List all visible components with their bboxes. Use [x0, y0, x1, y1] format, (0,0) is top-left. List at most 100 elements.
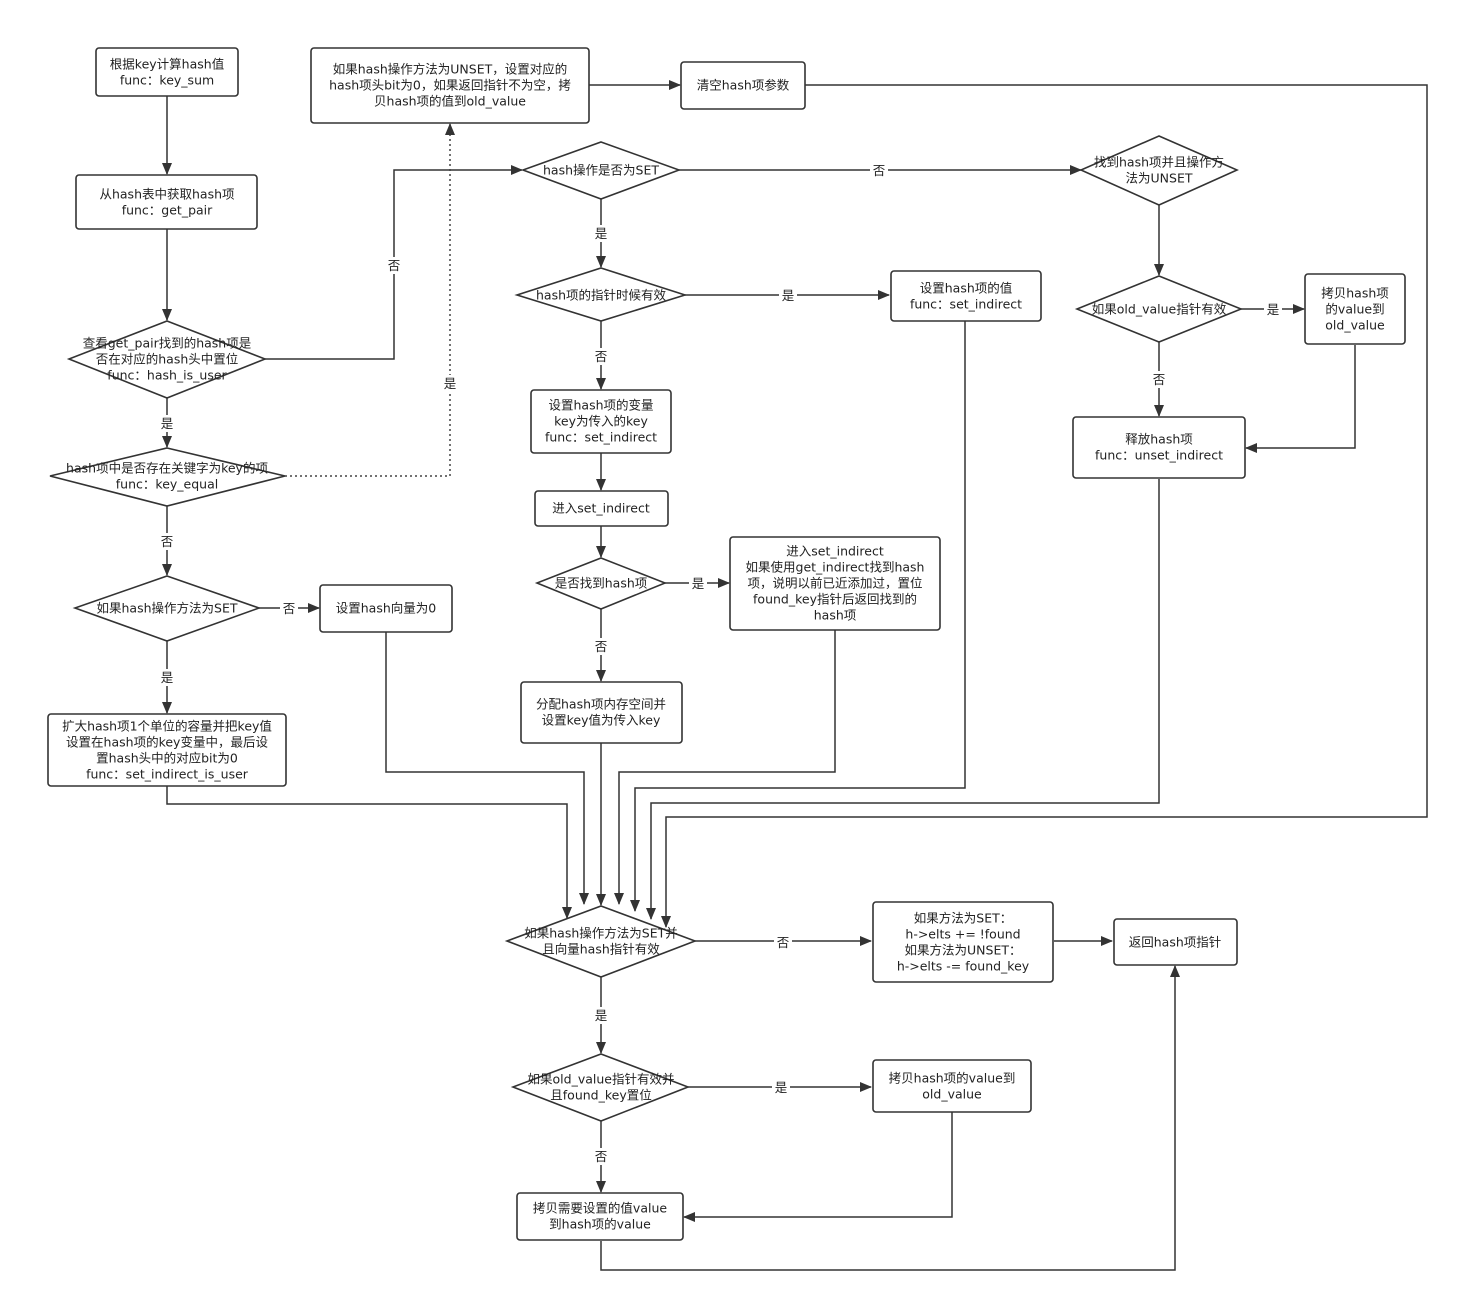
- label-no: 否: [1150, 371, 1168, 388]
- node-text-line: 如果old_value指针有效: [1092, 302, 1227, 317]
- label-yes: 是: [772, 1079, 790, 1096]
- node-text-line: hash项的指针时候有效: [536, 288, 667, 303]
- node-text: 扩大hash项1个单位的容量并把key值设置在hash项的key变量中，最后设置…: [62, 719, 272, 782]
- label-no: 否: [385, 257, 403, 274]
- node-text-line: 设置hash项的变量: [548, 398, 653, 413]
- edge-copy-old-free: [1245, 345, 1356, 453]
- label-no: 否: [158, 533, 176, 550]
- svg-text:是: 是: [782, 288, 795, 303]
- node-text-line: 拷贝hash项的value到: [889, 1071, 1016, 1086]
- label-no: 否: [592, 1148, 610, 1165]
- svg-text:是: 是: [595, 1008, 608, 1023]
- node-text: 如果hash操作方法为SET并且向量hash指针有效: [524, 926, 678, 957]
- node-text-line: 贝hash项的值到old_value: [374, 94, 526, 109]
- svg-text:是: 是: [775, 1080, 788, 1095]
- node-text: 设置hash向量为0: [336, 601, 437, 616]
- label-yes: 是: [592, 1007, 610, 1024]
- node-text-line: h->elts += !found: [905, 927, 1020, 942]
- decision-method-set: 如果hash操作方法为SET: [72, 575, 262, 642]
- edge-setvec0-setvec: [385, 632, 589, 905]
- node-text-line: 找到hash项并且操作方: [1094, 155, 1224, 170]
- node-text-line: func：set_indirect: [910, 297, 1022, 312]
- node-text-line: 设置key值为传入key: [542, 713, 661, 728]
- svg-text:否: 否: [283, 601, 296, 616]
- svg-text:否: 否: [595, 349, 608, 364]
- svg-text:是: 是: [161, 670, 174, 685]
- label-no: 否: [774, 934, 792, 951]
- svg-text:是: 是: [161, 416, 174, 431]
- edge-copy-need-return: [600, 965, 1180, 1271]
- process-return-pointer: 返回hash项指针: [1113, 918, 1238, 966]
- node-text-line: 如果使用get_indirect找到hash: [746, 560, 925, 575]
- node-text: 如果old_value指针有效: [1092, 302, 1227, 317]
- svg-text:否: 否: [777, 935, 790, 950]
- process-expand-hash-item: 扩大hash项1个单位的容量并把key值设置在hash项的key变量中，最后设置…: [47, 713, 287, 787]
- node-text-line: 如果hash操作方法为UNSET，设置对应的: [333, 62, 568, 77]
- label-no: 否: [592, 638, 610, 655]
- node-text-line: 设置hash项的值: [920, 281, 1013, 296]
- node-text-line: hash项中是否存在关键字为key的项: [66, 461, 268, 476]
- node-text-line: 如果方法为SET：: [914, 911, 1012, 926]
- svg-text:是: 是: [1267, 302, 1280, 317]
- node-text-line: 如果old_value指针有效并: [528, 1072, 675, 1087]
- node-text-line: 从hash表中获取hash项: [99, 187, 234, 202]
- label-no: 否: [870, 162, 888, 179]
- node-text-line: func：key_sum: [120, 73, 214, 88]
- node-text-line: 设置在hash项的key变量中，最后设: [66, 735, 268, 750]
- edge-free-setvec: [646, 479, 1160, 920]
- label-yes: 是: [592, 225, 610, 242]
- svg-text:是: 是: [595, 226, 608, 241]
- decision-set-and-vector-valid: 如果hash操作方法为SET并且向量hash指针有效: [504, 905, 698, 978]
- node-text: 分配hash项内存空间并设置key值为传入key: [536, 697, 666, 728]
- node-text-line: 设置hash向量为0: [336, 601, 437, 616]
- label-yes: 是: [1264, 301, 1282, 318]
- label-yes: 是: [441, 375, 459, 392]
- edge-expand-setvec: [166, 786, 572, 919]
- edges: [162, 80, 1428, 1271]
- svg-text:否: 否: [595, 1149, 608, 1164]
- edge-labels: 是 否 是 否 否 是 否 是 是 否 是 否 是 否 否 是 是 否: [158, 162, 1282, 1165]
- node-text-line: 如果hash操作方法为SET: [97, 601, 238, 616]
- node-text: 如果hash操作方法为SET: [97, 601, 238, 616]
- process-allocate-hash-item: 分配hash项内存空间并设置key值为传入key: [520, 681, 683, 744]
- node-text-line: 项，说明以前已近添加过，置位: [747, 576, 922, 591]
- process-clear-params: 清空hash项参数: [680, 61, 806, 110]
- node-text: hash操作是否为SET: [543, 163, 659, 178]
- node-text-line: 如果hash操作方法为SET并: [524, 926, 678, 941]
- decision-old-value-and-found: 如果old_value指针有效并且found_key置位: [510, 1053, 691, 1122]
- node-text-line: 进入set_indirect: [786, 544, 884, 559]
- node-text-line: found_key指针后返回找到的: [753, 592, 917, 607]
- node-text-line: 是否找到hash项: [555, 576, 648, 591]
- edge-copy-val-old-copy-need: [683, 1112, 953, 1222]
- node-text-line: 置hash头中的对应bit为0: [96, 751, 238, 766]
- svg-text:否: 否: [595, 639, 608, 654]
- node-text-line: 且found_key置位: [550, 1088, 651, 1103]
- node-text-line: hash操作是否为SET: [543, 163, 659, 178]
- svg-text:是: 是: [444, 376, 457, 391]
- decision-found-unset: 找到hash项并且操作方法为UNSET: [1079, 135, 1239, 206]
- svg-text:否: 否: [873, 163, 886, 178]
- label-no: 否: [280, 600, 298, 617]
- node-text-line: 拷贝需要设置的值value: [533, 1201, 667, 1216]
- node-text-line: 如果方法为UNSET：: [905, 943, 1022, 958]
- node-text-line: 分配hash项内存空间并: [536, 697, 666, 712]
- edge-clear-setvec: [661, 84, 1428, 928]
- svg-text:是: 是: [692, 576, 705, 591]
- edge-enter2-setvec: [614, 630, 836, 905]
